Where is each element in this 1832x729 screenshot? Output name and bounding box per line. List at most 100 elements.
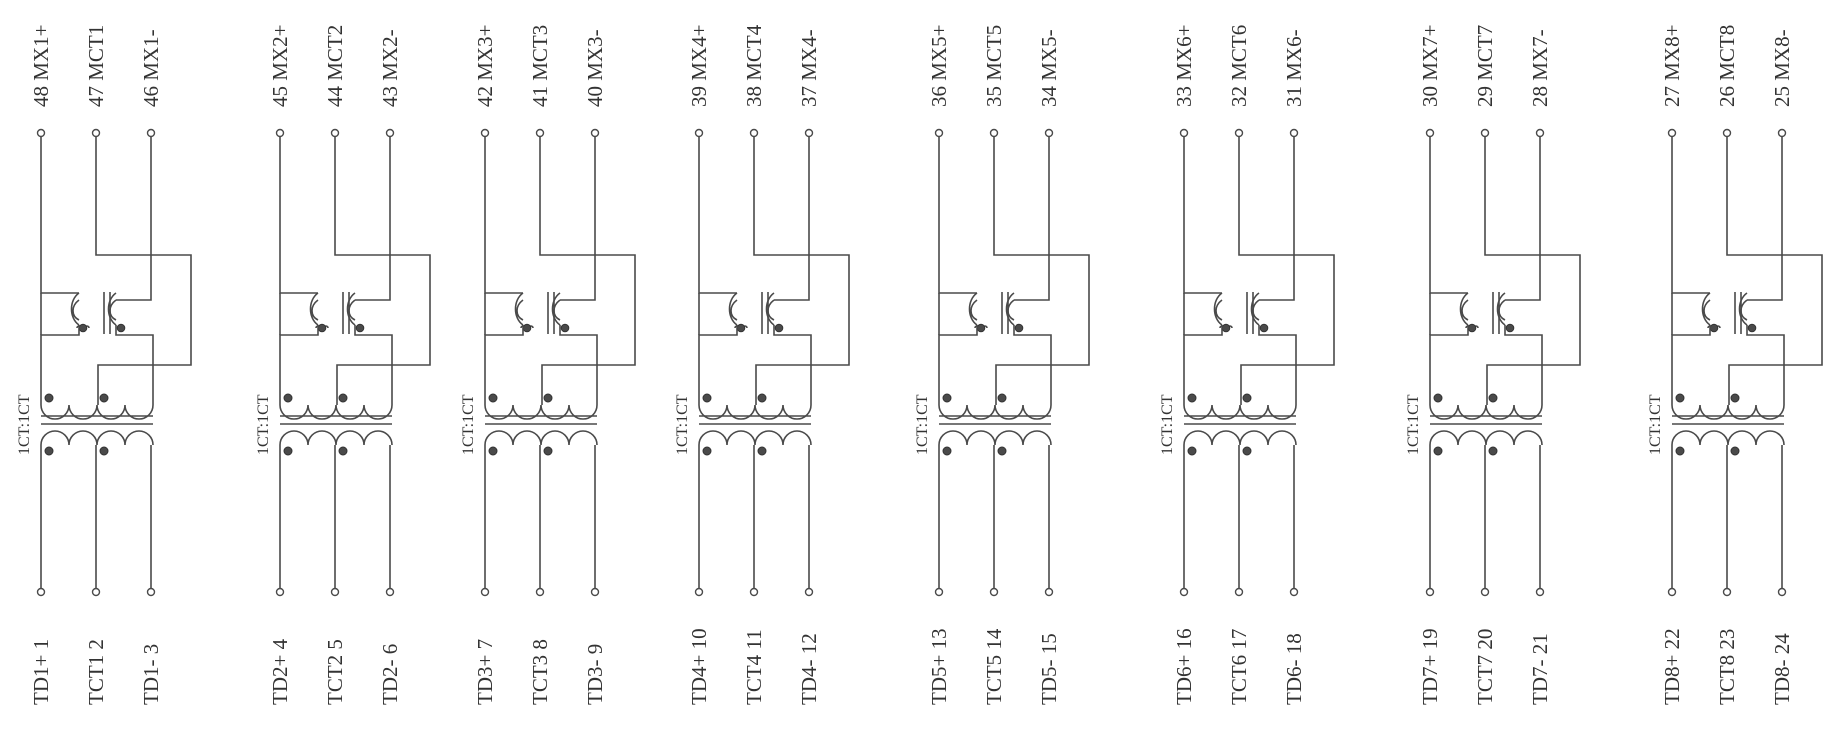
chip-side-pin-terminal xyxy=(1777,587,1787,597)
center-tap-wire xyxy=(539,133,636,405)
line-side-pin-terminal xyxy=(91,128,101,138)
center-tap-wire xyxy=(753,133,850,405)
turns-ratio-label: 1CT:1CT xyxy=(914,394,931,455)
line-side-pin-terminal xyxy=(330,128,340,138)
turns-ratio-label: 1CT:1CT xyxy=(460,394,477,455)
chip-side-pin-label: TD7- 21 xyxy=(1528,633,1552,705)
polarity-dot xyxy=(283,446,293,456)
line-side-pin-label: 39 MX4+ xyxy=(687,25,711,107)
choke-out-wire xyxy=(1013,325,1052,405)
line-side-pin-terminal xyxy=(1667,128,1677,138)
common-mode-coil-left xyxy=(70,292,80,326)
polarity-dot xyxy=(338,446,348,456)
chip-side-pin-terminal xyxy=(1425,587,1435,597)
line-side-pin-label: 31 MX6- xyxy=(1282,29,1306,107)
chip-side-pin-terminal xyxy=(146,587,156,597)
polarity-dot xyxy=(1730,446,1740,456)
line-side-winding xyxy=(1671,404,1785,420)
line-side-pin-label: 47 MCT1 xyxy=(84,25,108,107)
line-side-pin-label: 36 MX5+ xyxy=(927,25,951,107)
line-side-pin-terminal xyxy=(1234,128,1244,138)
polarity-dot xyxy=(317,323,327,333)
chip-side-pin-label: TCT1 2 xyxy=(84,639,108,705)
choke-out-wire xyxy=(1258,325,1297,405)
polarity-dot xyxy=(1488,393,1498,403)
plus-lead-wire xyxy=(279,133,318,294)
line-side-pin-label: 29 MCT7 xyxy=(1473,25,1497,107)
line-side-pin-terminal xyxy=(804,128,814,138)
chip-side-pin-terminal xyxy=(804,587,814,597)
minus-lead-wire xyxy=(1259,133,1295,301)
chip-side-pin-terminal xyxy=(1289,587,1299,597)
polarity-dot xyxy=(1730,393,1740,403)
choke-out-wire xyxy=(40,325,80,405)
polarity-dot xyxy=(1675,393,1685,403)
chip-side-pin-terminal xyxy=(91,587,101,597)
center-tap-wire xyxy=(334,133,431,405)
polarity-dot xyxy=(1259,323,1269,333)
chip-side-pin-label: TCT6 17 xyxy=(1227,629,1251,705)
chip-side-pin-label: TD4+ 10 xyxy=(687,628,711,705)
line-side-pin-label: 44 MCT2 xyxy=(323,25,347,107)
polarity-dot xyxy=(997,393,1007,403)
minus-lead-wire xyxy=(560,133,596,301)
polarity-dot xyxy=(736,323,746,333)
minus-lead-wire xyxy=(116,133,152,301)
polarity-dot xyxy=(44,446,54,456)
chip-side-pin-terminal xyxy=(330,587,340,597)
line-side-pin-label: 33 MX6+ xyxy=(1172,25,1196,107)
polarity-dot xyxy=(1242,393,1252,403)
chip-side-pin-label: TCT5 14 xyxy=(982,628,1006,705)
chip-side-pin-terminal xyxy=(480,587,490,597)
polarity-dot xyxy=(543,446,553,456)
chip-side-pin-label: TD7+ 19 xyxy=(1418,628,1442,705)
choke-out-wire xyxy=(279,325,319,405)
polarity-dot xyxy=(355,323,365,333)
chip-side-pin-terminal xyxy=(1667,587,1677,597)
choke-out-wire xyxy=(1183,325,1223,405)
polarity-dot xyxy=(283,393,293,403)
turns-ratio-label: 1CT:1CT xyxy=(674,394,691,455)
common-mode-coil-left xyxy=(1701,292,1711,326)
plus-lead-wire xyxy=(40,133,79,294)
chip-side-pin-label: TCT4 11 xyxy=(742,629,766,705)
polarity-dot xyxy=(757,446,767,456)
line-side-pin-terminal xyxy=(694,128,704,138)
line-side-pin-label: 25 MX8- xyxy=(1770,29,1794,107)
chip-side-pin-label: TD5+ 13 xyxy=(927,628,951,705)
chip-side-pin-label: TD8+ 22 xyxy=(1660,628,1684,705)
chip-side-winding xyxy=(1183,430,1297,446)
polarity-dot xyxy=(757,393,767,403)
common-mode-coil-left xyxy=(1459,292,1469,326)
line-side-pin-label: 34 MX5- xyxy=(1037,29,1061,107)
line-side-pin-terminal xyxy=(1425,128,1435,138)
polarity-dot xyxy=(1187,446,1197,456)
chip-side-pin-label: TD5- 15 xyxy=(1037,633,1061,705)
line-side-pin-terminal xyxy=(146,128,156,138)
line-side-pin-terminal xyxy=(275,128,285,138)
polarity-dot xyxy=(702,446,712,456)
chip-side-pin-terminal xyxy=(934,587,944,597)
choke-out-wire xyxy=(484,325,524,405)
line-side-pin-label: 46 MX1- xyxy=(139,29,163,107)
plus-lead-wire xyxy=(1671,133,1710,294)
choke-out-wire xyxy=(559,325,598,405)
chip-side-pin-terminal xyxy=(535,587,545,597)
line-side-pin-terminal xyxy=(385,128,395,138)
polarity-dot xyxy=(1675,446,1685,456)
polarity-dot xyxy=(1433,446,1443,456)
chip-side-pin-label: TD1- 3 xyxy=(139,644,163,705)
line-side-pin-terminal xyxy=(36,128,46,138)
polarity-dot xyxy=(488,446,498,456)
line-side-pin-terminal xyxy=(590,128,600,138)
chip-side-pin-terminal xyxy=(989,587,999,597)
polarity-dot xyxy=(942,393,952,403)
chip-side-pin-terminal xyxy=(749,587,759,597)
chip-side-pin-terminal xyxy=(1044,587,1054,597)
polarity-dot xyxy=(44,393,54,403)
chip-side-pin-terminal xyxy=(36,587,46,597)
polarity-dot xyxy=(1488,446,1498,456)
chip-side-pin-terminal xyxy=(694,587,704,597)
